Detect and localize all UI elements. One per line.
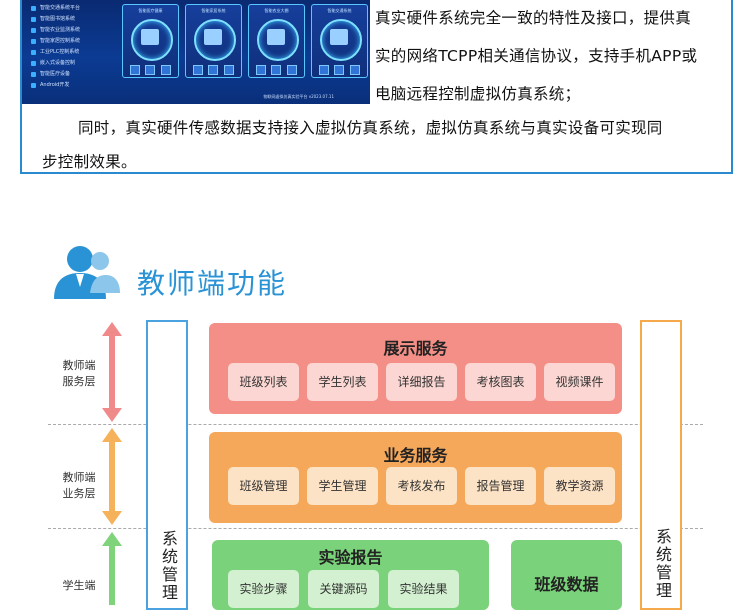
card-title: 智能医疗健康 bbox=[138, 8, 163, 13]
double-arrow-icon bbox=[102, 428, 122, 525]
screenshot-footer: 物联网虚拟仿真实验平台 v2023.07.11 bbox=[263, 94, 334, 99]
paragraph-line: 同时，真实硬件传感数据支持接入虚拟仿真系统，虚拟仿真系统与真实设备可实现同 bbox=[78, 119, 663, 137]
experiment-results-button[interactable]: 实验结果 bbox=[388, 570, 459, 608]
ring-icon bbox=[257, 19, 299, 61]
ring-icon bbox=[194, 19, 236, 61]
business-service-panel: 业务服务 班级管理 学生管理 考核发布 报告管理 教学资源 bbox=[209, 432, 622, 523]
panel-title: 展示服务 bbox=[383, 339, 448, 358]
menu-item: Android开发 bbox=[28, 81, 108, 90]
menu-item: 智能农业监测系统 bbox=[28, 26, 108, 35]
layer-label-service: 教师端 服务层 bbox=[62, 359, 96, 388]
menu-item: 智能图书馆系统 bbox=[28, 15, 108, 24]
card-title: 智能农业大棚 bbox=[264, 8, 289, 13]
system-management-left: 系统管理 bbox=[146, 320, 188, 610]
module-card: 智能医疗健康 bbox=[122, 4, 179, 78]
student-management-button[interactable]: 学生管理 bbox=[307, 467, 378, 505]
teacher-icon bbox=[54, 246, 120, 299]
menu-item: 智能医疗设备 bbox=[28, 70, 108, 79]
system-management-label: 系统管理 bbox=[653, 528, 672, 600]
assessment-chart-button[interactable]: 考核图表 bbox=[465, 363, 536, 401]
menu-item: 工业PLC控制系统 bbox=[28, 48, 108, 57]
experiment-steps-button[interactable]: 实验步骤 bbox=[228, 570, 299, 608]
assessment-publish-button[interactable]: 考核发布 bbox=[386, 467, 457, 505]
panel-title: 业务服务 bbox=[383, 446, 448, 465]
panel-title: 实验报告 bbox=[318, 548, 383, 567]
double-arrow-icon bbox=[102, 322, 122, 422]
device-icon bbox=[267, 29, 285, 45]
class-list-button[interactable]: 班级列表 bbox=[228, 363, 299, 401]
module-card: 智能农业大棚 bbox=[248, 4, 305, 78]
class-data-panel[interactable]: 班级数据 bbox=[511, 540, 622, 610]
paragraph-line: 步控制效果。 bbox=[42, 153, 137, 171]
video-courseware-button[interactable]: 视频课件 bbox=[544, 363, 615, 401]
experiment-report-panel: 实验报告 实验步骤 关键源码 实验结果 bbox=[212, 540, 489, 610]
display-service-panel: 展示服务 班级列表 学生列表 详细报告 考核图表 视频课件 bbox=[209, 323, 622, 414]
system-management-label: 系统管理 bbox=[159, 530, 178, 602]
device-icon bbox=[204, 29, 222, 45]
layer-divider bbox=[48, 424, 703, 425]
card-title: 智能交通系统 bbox=[327, 8, 352, 13]
student-list-button[interactable]: 学生列表 bbox=[307, 363, 378, 401]
menu-item: 嵌入式设备控制 bbox=[28, 59, 108, 68]
paragraph-line: 真实硬件系统完全一致的特性及接口，提供真 bbox=[375, 9, 692, 27]
device-icon bbox=[330, 29, 348, 45]
detailed-report-button[interactable]: 详细报告 bbox=[386, 363, 457, 401]
card-title: 智能家居系统 bbox=[201, 8, 226, 13]
platform-screenshot: 智能交通系统平台 智能图书馆系统 智能农业监测系统 智能家居控制系统 工业PLC… bbox=[22, 0, 370, 104]
screenshot-menu: 智能交通系统平台 智能图书馆系统 智能农业监测系统 智能家居控制系统 工业PLC… bbox=[28, 2, 108, 98]
system-management-right: 系统管理 bbox=[640, 320, 682, 610]
module-card: 智能交通系统 bbox=[311, 4, 368, 78]
teaching-resources-button[interactable]: 教学资源 bbox=[544, 467, 615, 505]
class-management-button[interactable]: 班级管理 bbox=[228, 467, 299, 505]
paragraph-line: 电脑远程控制虚拟仿真系统； bbox=[375, 85, 581, 103]
ring-icon bbox=[320, 19, 362, 61]
module-card: 智能家居系统 bbox=[185, 4, 242, 78]
menu-item: 智能交通系统平台 bbox=[28, 4, 108, 13]
key-source-button[interactable]: 关键源码 bbox=[308, 570, 379, 608]
paragraph-line: 实的网络TCPP相关通信协议，支持手机APP或 bbox=[375, 47, 698, 65]
double-arrow-icon bbox=[102, 532, 122, 605]
menu-item: 智能家居控制系统 bbox=[28, 37, 108, 46]
layer-label-business: 教师端 业务层 bbox=[62, 471, 96, 500]
layer-divider bbox=[48, 528, 703, 529]
panel-title: 班级数据 bbox=[534, 575, 599, 594]
report-management-button[interactable]: 报告管理 bbox=[465, 467, 536, 505]
section-title: 教师端功能 bbox=[137, 267, 288, 300]
ring-icon bbox=[131, 19, 173, 61]
device-icon bbox=[141, 29, 159, 45]
layer-label-student: 学生端 bbox=[62, 579, 96, 592]
